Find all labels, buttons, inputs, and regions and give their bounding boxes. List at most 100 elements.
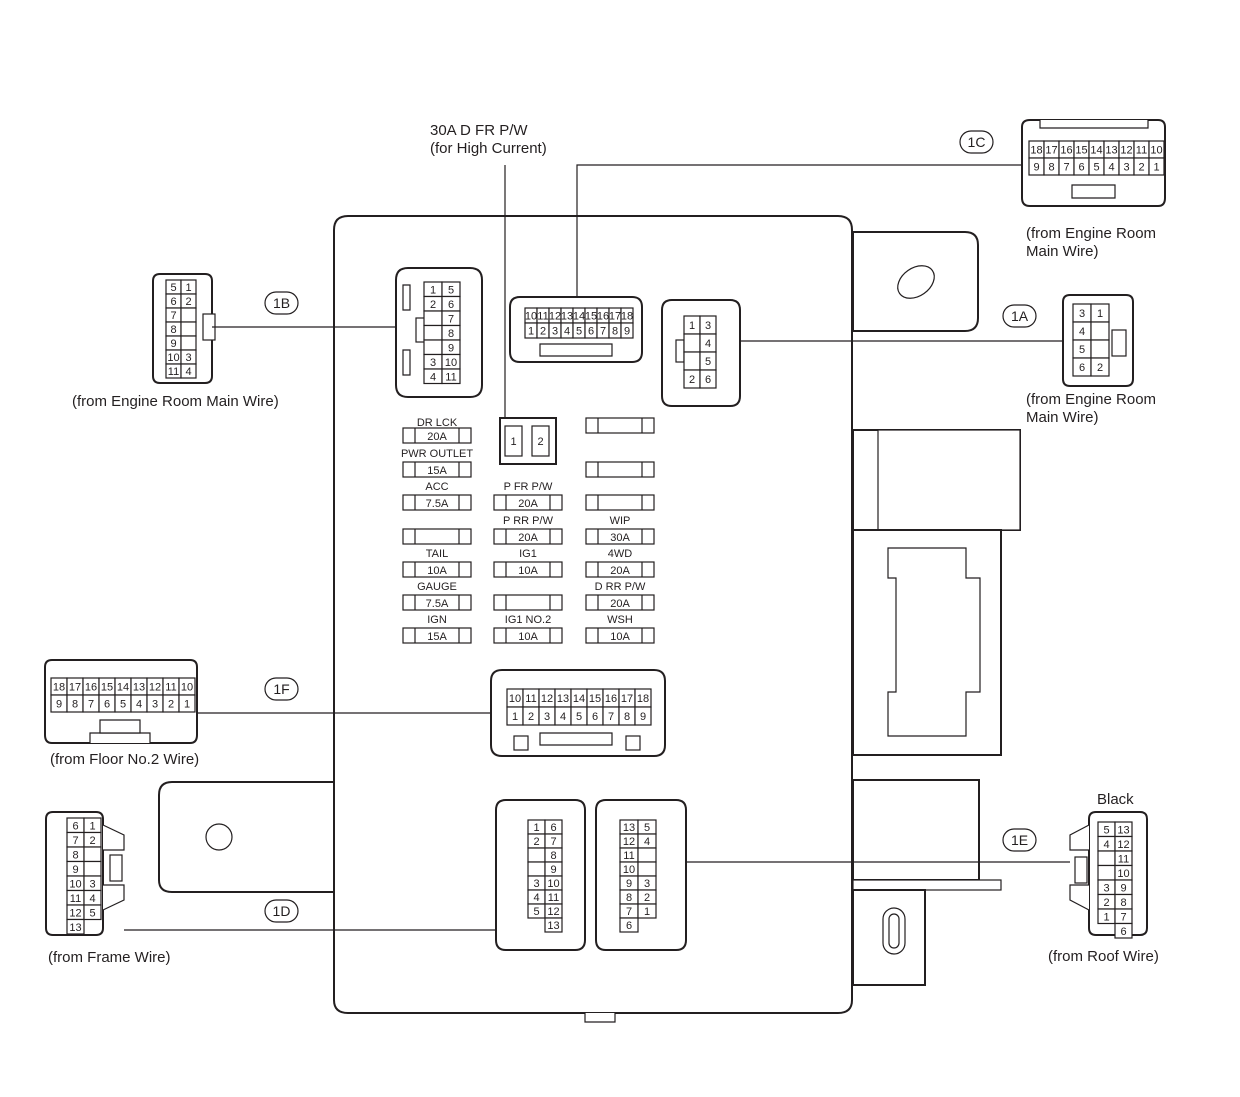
pin-number: 1 — [689, 320, 695, 332]
pin-cavity — [1097, 864, 1116, 881]
pin-number: 12 — [69, 907, 81, 919]
pin-number: 18 — [1030, 145, 1042, 157]
pin-number: 14 — [1090, 145, 1102, 157]
pin-number: 11 — [168, 366, 179, 378]
pin-number: 5 — [533, 906, 539, 918]
pin-number: 2 — [168, 699, 174, 711]
pin-cavity — [544, 917, 563, 933]
pin-number: 4 — [644, 836, 650, 848]
pin-cavity — [180, 307, 197, 323]
fuse-name: 4WD — [608, 548, 633, 560]
fuse-name: TAIL — [426, 548, 448, 560]
connector-1e-source: (from Roof Wire) — [1048, 948, 1159, 965]
fuse-rating: 20A — [518, 498, 538, 510]
pin-number: 13 — [547, 920, 559, 932]
pin-number: 8 — [72, 699, 78, 711]
pin-number: 13 — [1105, 145, 1117, 157]
pin-number: 4 — [1103, 839, 1109, 851]
relay-socket-30a-d-fr-p-w: 1 2 — [499, 417, 557, 465]
pin-cavity — [1090, 357, 1110, 377]
fuse-name: GAUGE — [417, 581, 457, 593]
connector-id-1c: 1C — [968, 134, 986, 150]
pin-number: 7 — [626, 906, 632, 918]
pin-number: 6 — [626, 920, 632, 932]
relay-pin-1 — [504, 425, 523, 457]
pin-number: 10 — [1117, 868, 1129, 880]
pin-number: 6 — [104, 699, 110, 711]
pin-number: 8 — [626, 892, 632, 904]
pin-number: 12 — [549, 311, 561, 323]
pin-number: 12 — [149, 682, 161, 694]
pin-cavity — [634, 706, 652, 726]
pin-number: 8 — [612, 326, 618, 338]
pin-number: 1 — [184, 699, 190, 711]
connector-badge-1a — [1002, 304, 1037, 328]
pin-number: 4 — [560, 711, 566, 723]
pin-number: 6 — [1078, 162, 1084, 174]
pin-number: 6 — [170, 296, 176, 308]
pin-number: 5 — [170, 282, 176, 294]
pin-cavity — [66, 918, 85, 935]
pin-number: 7 — [608, 711, 614, 723]
pin-number: 10 — [1150, 145, 1162, 157]
pin-number: 17 — [69, 682, 81, 694]
relay-pin-label: 1 — [510, 436, 516, 448]
pin-number: 5 — [120, 699, 126, 711]
pin-number: 17 — [609, 311, 621, 323]
pin-number: 14 — [117, 682, 129, 694]
pin-number: 2 — [540, 326, 546, 338]
mounting-hole-icon — [897, 265, 935, 299]
pin-cavity — [619, 917, 639, 933]
pin-number: 5 — [576, 326, 582, 338]
pin-number: 6 — [550, 822, 556, 834]
pin-number: 3 — [152, 699, 158, 711]
connector-id-1f: 1F — [273, 681, 289, 697]
connector-id-1e: 1E — [1011, 832, 1028, 848]
pin-number: 3 — [1103, 882, 1109, 894]
pin-number: 9 — [72, 864, 78, 876]
pin-number: 5 — [1103, 824, 1109, 836]
pin-number: 1 — [533, 822, 539, 834]
pin-number: 7 — [1120, 911, 1126, 923]
pin-number: 6 — [72, 820, 78, 832]
pin-number: 2 — [89, 835, 95, 847]
pin-number: 10 — [69, 878, 81, 890]
pin-number: 9 — [550, 864, 556, 876]
pin-number: 2 — [533, 836, 539, 848]
pin-number: 7 — [72, 835, 78, 847]
pin-cavity — [178, 694, 196, 713]
relay-pin-label: 2 — [537, 436, 543, 448]
fuse-slot — [585, 528, 655, 545]
pin-number: 2 — [1097, 362, 1103, 374]
pin-number: 8 — [1120, 897, 1126, 909]
pin-number: 8 — [550, 850, 556, 862]
pin-number: 7 — [88, 699, 94, 711]
pin-number: 7 — [600, 326, 606, 338]
pin-number: 4 — [1108, 162, 1114, 174]
pin-number: 10 — [509, 693, 521, 705]
connector-1d-source: (from Frame Wire) — [48, 949, 171, 966]
pin-cavity — [527, 861, 546, 877]
pin-cavity — [1114, 922, 1133, 939]
pin-number: 7 — [1063, 162, 1069, 174]
fuse-rating: 20A — [427, 431, 447, 443]
pin-cavity — [1097, 850, 1116, 867]
pin-number: 4 — [1079, 326, 1085, 338]
pin-number: 5 — [644, 822, 650, 834]
pin-cavity — [180, 363, 197, 379]
pin-number: 3 — [644, 878, 650, 890]
pin-number: 12 — [1117, 839, 1129, 851]
pin-number: 2 — [528, 711, 534, 723]
pin-number: 9 — [1120, 882, 1126, 894]
pin-number: 5 — [1079, 344, 1085, 356]
fuse-name: P RR P/W — [503, 515, 554, 527]
